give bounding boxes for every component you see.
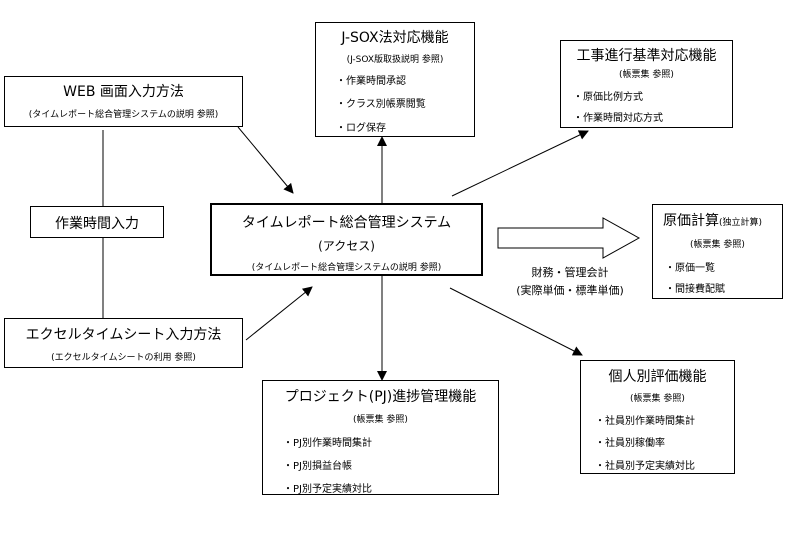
jsox-note: (J-SOX版取扱説明 参照) bbox=[346, 55, 444, 65]
project-management-box: プロジェクト(PJ)進捗管理機能 (帳票集 参照) ・PJ別作業時間集計 ・PJ… bbox=[262, 380, 499, 495]
excel-input-title: エクセルタイムシート入力方法 bbox=[25, 327, 222, 343]
personal-note: (帳票集 参照) bbox=[630, 394, 685, 404]
web-input-box: WEB 画面入力方法 (タイムレポート総合管理システムの説明 参照) bbox=[4, 76, 243, 127]
jsox-item: ・作業時間承認 bbox=[336, 76, 406, 87]
construction-title: 工事進行基準対応機能 bbox=[576, 48, 717, 64]
web-input-note: (タイムレポート総合管理システムの説明 参照) bbox=[28, 110, 219, 120]
jsox-title: J-SOX法対応機能 bbox=[341, 30, 449, 46]
construction-item: ・作業時間対応方式 bbox=[573, 113, 663, 124]
cost-note: (帳票集 参照) bbox=[690, 240, 745, 250]
jsox-box: J-SOX法対応機能 (J-SOX版取扱説明 参照) ・作業時間承認 ・クラス別… bbox=[315, 22, 475, 137]
project-item: ・PJ別損益台帳 bbox=[283, 461, 352, 472]
project-note: (帳票集 参照) bbox=[353, 415, 408, 425]
personal-title: 個人別評価機能 bbox=[608, 369, 707, 385]
personal-item: ・社員別稼働率 bbox=[595, 438, 665, 449]
cost-title-main: 原価計算 bbox=[663, 213, 719, 229]
accounting-label-line2: (実際単価・標準単価) bbox=[516, 284, 624, 297]
cost-title-small: (独立計算) bbox=[719, 218, 763, 228]
construction-box: 工事進行基準対応機能 (帳票集 参照) ・原価比例方式 ・作業時間対応方式 bbox=[560, 40, 733, 128]
cost-calculation-box: 原価計算(独立計算) (帳票集 参照) ・原価一覧 ・間接費配賦 bbox=[652, 204, 783, 299]
project-item: ・PJ別作業時間集計 bbox=[283, 438, 372, 449]
project-item: ・PJ別予定実績対比 bbox=[283, 484, 372, 495]
personal-item: ・社員別作業時間集計 bbox=[595, 416, 695, 427]
arrow-web-to-center bbox=[237, 126, 294, 194]
worktime-input-box: 作業時間入力 bbox=[30, 206, 164, 238]
jsox-item: ・クラス別帳票閲覧 bbox=[336, 99, 426, 110]
construction-note: (帳票集 参照) bbox=[619, 70, 674, 80]
web-input-title: WEB 画面入力方法 bbox=[63, 84, 184, 100]
excel-input-note: (エクセルタイムシートの利用 参照) bbox=[51, 353, 196, 363]
personal-item: ・社員別予定実績対比 bbox=[595, 461, 695, 472]
cost-title: 原価計算(独立計算) bbox=[663, 210, 762, 230]
project-title: プロジェクト(PJ)進捗管理機能 bbox=[284, 389, 477, 405]
personal-evaluation-box: 個人別評価機能 (帳票集 参照) ・社員別作業時間集計 ・社員別稼働率 ・社員別… bbox=[580, 360, 735, 474]
center-title: タイムレポート総合管理システム bbox=[241, 215, 452, 231]
arrow-center-to-personal bbox=[449, 287, 583, 356]
arrow-excel-to-center bbox=[245, 286, 313, 341]
accounting-label-line1: 財務・管理会計 bbox=[531, 266, 609, 279]
construction-item: ・原価比例方式 bbox=[573, 92, 643, 103]
center-subtitle: (アクセス) bbox=[318, 239, 375, 253]
block-arrow-to-cost bbox=[497, 217, 641, 259]
worktime-input-title: 作業時間入力 bbox=[55, 216, 139, 232]
center-system-box: タイムレポート総合管理システム (アクセス) (タイムレポート総合管理システムの… bbox=[210, 203, 483, 276]
jsox-item: ・ログ保存 bbox=[336, 123, 386, 134]
excel-input-box: エクセルタイムシート入力方法 (エクセルタイムシートの利用 参照) bbox=[4, 318, 243, 368]
cost-item: ・原価一覧 bbox=[665, 263, 715, 274]
arrow-center-to-construction bbox=[451, 130, 589, 197]
cost-item: ・間接費配賦 bbox=[665, 284, 725, 295]
center-note: (タイムレポート総合管理システムの説明 参照) bbox=[251, 263, 442, 273]
